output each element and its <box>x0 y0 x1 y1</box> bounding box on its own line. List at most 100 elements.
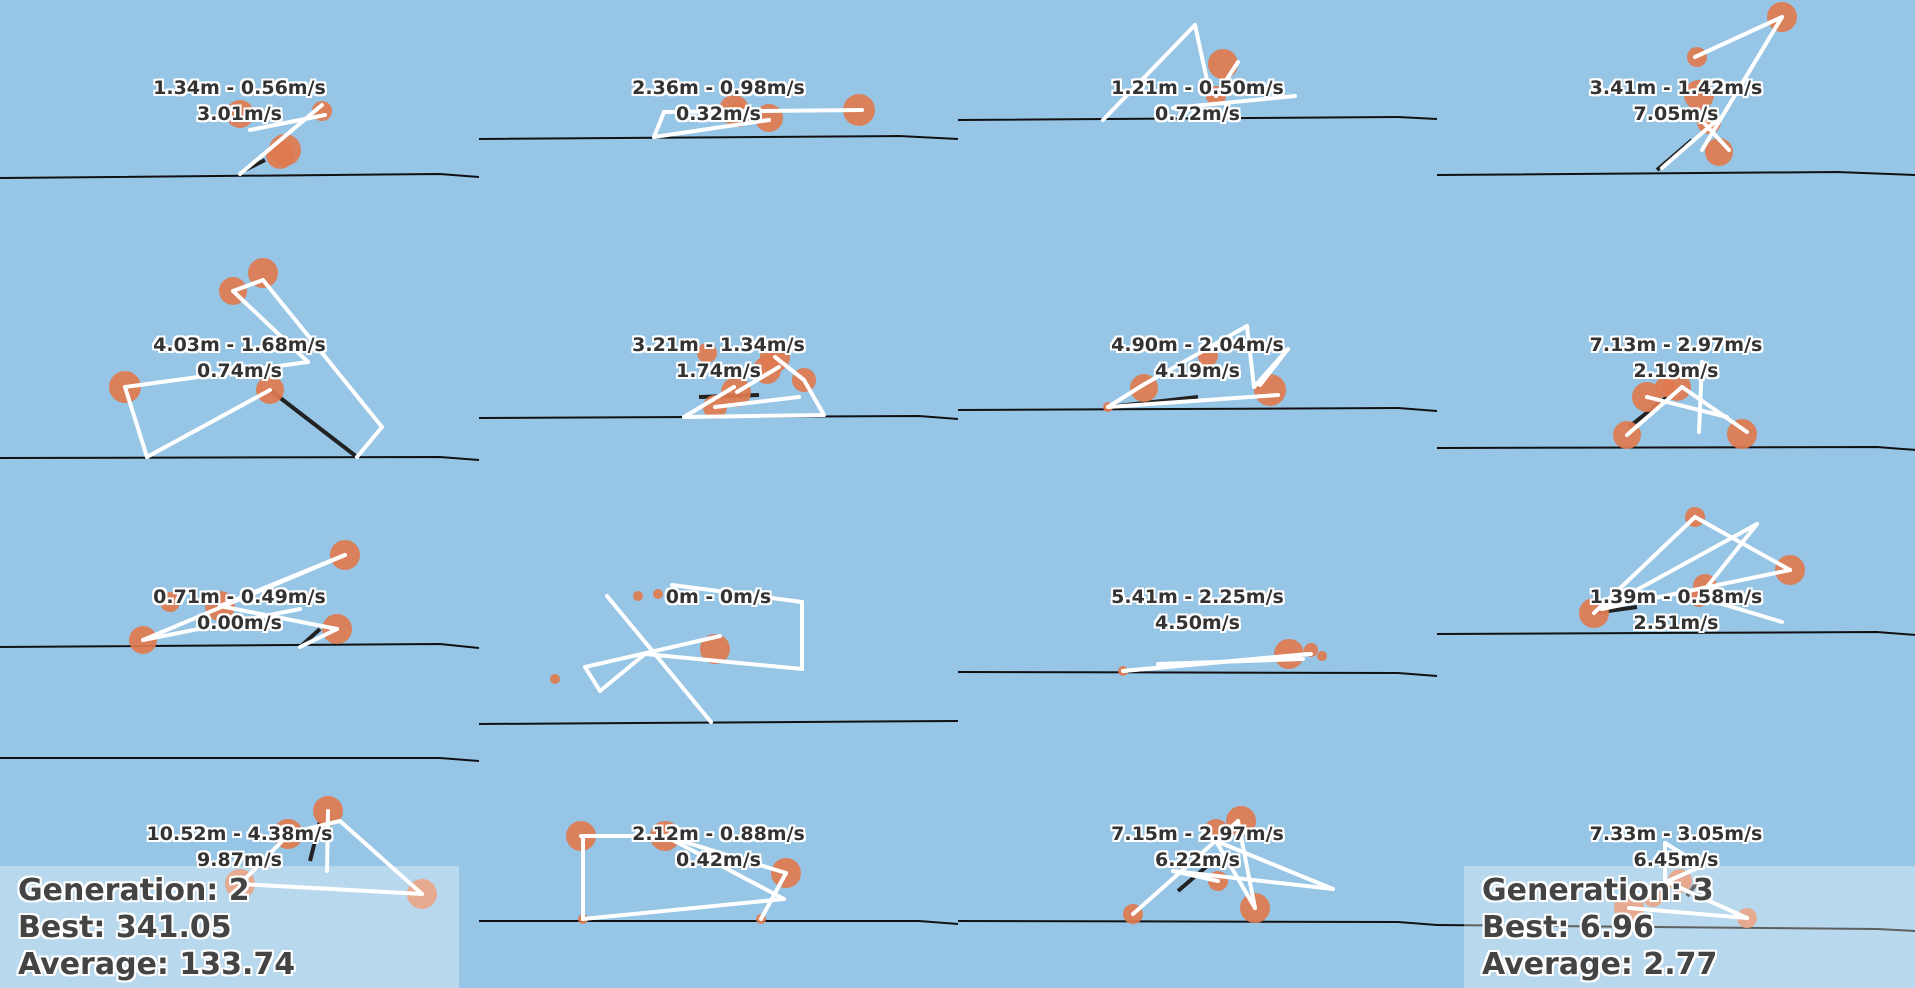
limb <box>1171 869 1220 883</box>
limb <box>1214 839 1257 910</box>
limb <box>583 665 602 693</box>
node <box>226 100 254 128</box>
stats-panel-right: Generation: 3 Best: 6.96 Average: 2.77 <box>1464 866 1915 988</box>
limb <box>652 110 666 139</box>
node <box>550 674 560 684</box>
creature-scene <box>479 583 958 725</box>
limb <box>288 819 342 835</box>
limb <box>1697 522 1759 599</box>
limb <box>1106 393 1280 409</box>
creature-scene <box>958 324 1437 412</box>
creature-scene <box>0 258 479 461</box>
node <box>266 141 294 169</box>
node <box>727 103 751 127</box>
node <box>697 343 717 363</box>
creature-scene <box>1437 507 1915 636</box>
limb <box>662 108 864 114</box>
limb <box>598 652 647 693</box>
node <box>1208 49 1238 79</box>
limb <box>338 819 424 896</box>
node <box>700 634 730 664</box>
limb <box>1131 819 1240 916</box>
limb <box>682 413 826 419</box>
average-score: Average: 133.74 <box>18 947 296 982</box>
limb <box>1680 385 1749 434</box>
best-score: Best: 6.96 <box>1482 910 1654 945</box>
creature-scene <box>958 23 1437 122</box>
node <box>653 589 663 599</box>
limb <box>1663 841 1704 868</box>
ground-line <box>958 406 1437 412</box>
ground-line <box>0 172 479 179</box>
limb <box>1171 94 1297 110</box>
limb <box>298 627 339 649</box>
limb <box>1700 15 1784 152</box>
node <box>1643 887 1663 907</box>
limb <box>1663 879 1749 920</box>
creature-scene <box>958 806 1437 926</box>
limb <box>218 604 339 631</box>
limb <box>1101 23 1197 122</box>
ground-line <box>1437 924 1915 932</box>
limb <box>682 385 736 419</box>
limb <box>123 385 149 459</box>
limb <box>1645 395 1729 419</box>
limb <box>713 395 801 409</box>
ground-line <box>0 455 479 461</box>
limb <box>663 834 786 901</box>
limb <box>1625 385 1684 437</box>
limb <box>1697 360 1704 434</box>
node <box>1727 419 1757 449</box>
limb <box>231 278 265 293</box>
limb <box>1171 869 1335 891</box>
limb <box>1236 819 1257 910</box>
muscle <box>268 388 359 459</box>
stats-panel-left: Generation: 2 Best: 341.05 Average: 133.… <box>0 866 459 988</box>
ground-line <box>0 642 479 649</box>
creature-scene <box>0 757 479 909</box>
ground-line <box>479 720 958 725</box>
limb <box>1245 324 1256 389</box>
best-score: Best: 341.05 <box>18 910 232 945</box>
limb <box>141 607 302 642</box>
limb <box>1592 515 1697 615</box>
limb <box>1693 15 1784 59</box>
limb <box>1697 595 1784 624</box>
limb <box>773 355 806 382</box>
ground-line <box>1437 445 1915 451</box>
creature-scene <box>1437 2 1915 176</box>
limb <box>1655 864 1704 888</box>
limb <box>238 831 292 886</box>
limb <box>123 360 310 389</box>
creature-scene <box>479 342 958 420</box>
limb <box>652 118 771 139</box>
limb <box>1214 839 1335 891</box>
node <box>1684 80 1714 110</box>
creature-scene <box>1437 360 1915 451</box>
limb <box>605 594 713 724</box>
limb <box>1121 652 1313 673</box>
creature-cell: 0m - 0m/s <box>479 494 958 741</box>
node <box>1226 806 1256 836</box>
limb <box>1141 324 1249 387</box>
node <box>633 591 643 601</box>
limb <box>1690 108 1731 152</box>
limb <box>1106 383 1145 409</box>
limb <box>238 882 424 896</box>
ground-line <box>479 134 958 140</box>
creature-scene <box>0 100 479 179</box>
limb <box>145 388 272 459</box>
node <box>1705 138 1733 166</box>
limb <box>325 809 330 873</box>
ground-line <box>1437 630 1915 636</box>
creature-scene <box>479 821 958 925</box>
limb <box>1193 23 1212 96</box>
